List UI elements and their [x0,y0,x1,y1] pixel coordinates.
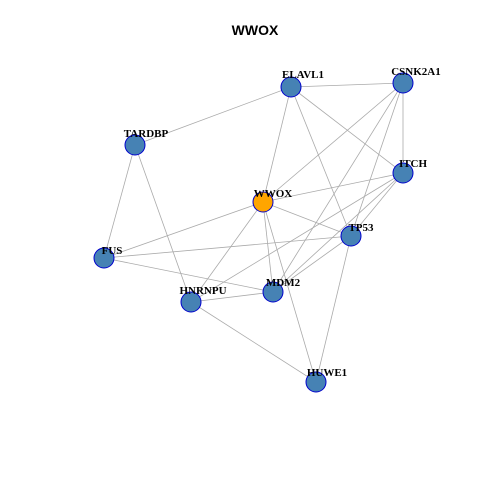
node-label-mdm2: MDM2 [266,277,301,289]
edge-wwox-hnrnpu [190,201,264,303]
node-mdm2 [262,281,284,303]
node-huwe1 [305,371,327,393]
node-label-fus: FUS [102,245,123,257]
node-label-hnrnpu: HNRNPU [179,285,226,297]
edge-tp53-fus [103,235,352,259]
edge-itch-tp53 [350,172,404,237]
edge-elavl1-csnk2a1 [290,82,404,88]
node-label-elavl1: ELAVL1 [282,69,324,81]
node-tp53 [340,225,362,247]
edge-itch-mdm2 [272,172,404,293]
edge-itch-wwox [262,172,404,203]
edge-wwox-fus [103,201,264,259]
node-itch [392,162,414,184]
edge-tp53-huwe1 [315,235,352,383]
edge-tp53-mdm2 [272,235,352,293]
node-csnk2a1 [392,72,414,94]
edge-layer [103,82,404,383]
edge-hnrnpu-huwe1 [190,301,317,383]
edge-tardbp-fus [103,144,136,259]
node-label-csnk2a1: CSNK2A1 [391,66,441,78]
edge-wwox-huwe1 [262,201,317,383]
node-label-tp53: TP53 [348,222,374,234]
diagram-title: WWOX [232,22,279,38]
node-label-tardbp: TARDBP [124,128,169,140]
edge-elavl1-wwox [262,86,292,203]
edge-csnk2a1-wwox [262,82,404,203]
edge-fus-mdm2 [103,257,274,293]
edge-csnk2a1-tp53 [350,82,404,237]
edge-tardbp-hnrnpu [134,144,192,303]
edge-wwox-mdm2 [262,201,274,293]
node-tardbp [124,134,146,156]
node-label-huwe1: HUWE1 [307,367,347,379]
node-wwox [252,191,274,213]
node-label-itch: ITCH [399,158,428,170]
edge-elavl1-itch [290,86,404,174]
node-label-wwox: WWOX [254,188,293,200]
edge-itch-hnrnpu [190,172,404,303]
edge-csnk2a1-mdm2 [272,82,404,293]
node-elavl1 [280,76,302,98]
edge-wwox-tp53 [262,201,352,237]
edge-elavl1-tardbp [134,86,292,146]
node-fus [93,247,115,269]
node-hnrnpu [180,291,202,313]
node-layer [93,72,414,393]
edge-mdm2-hnrnpu [190,291,274,303]
